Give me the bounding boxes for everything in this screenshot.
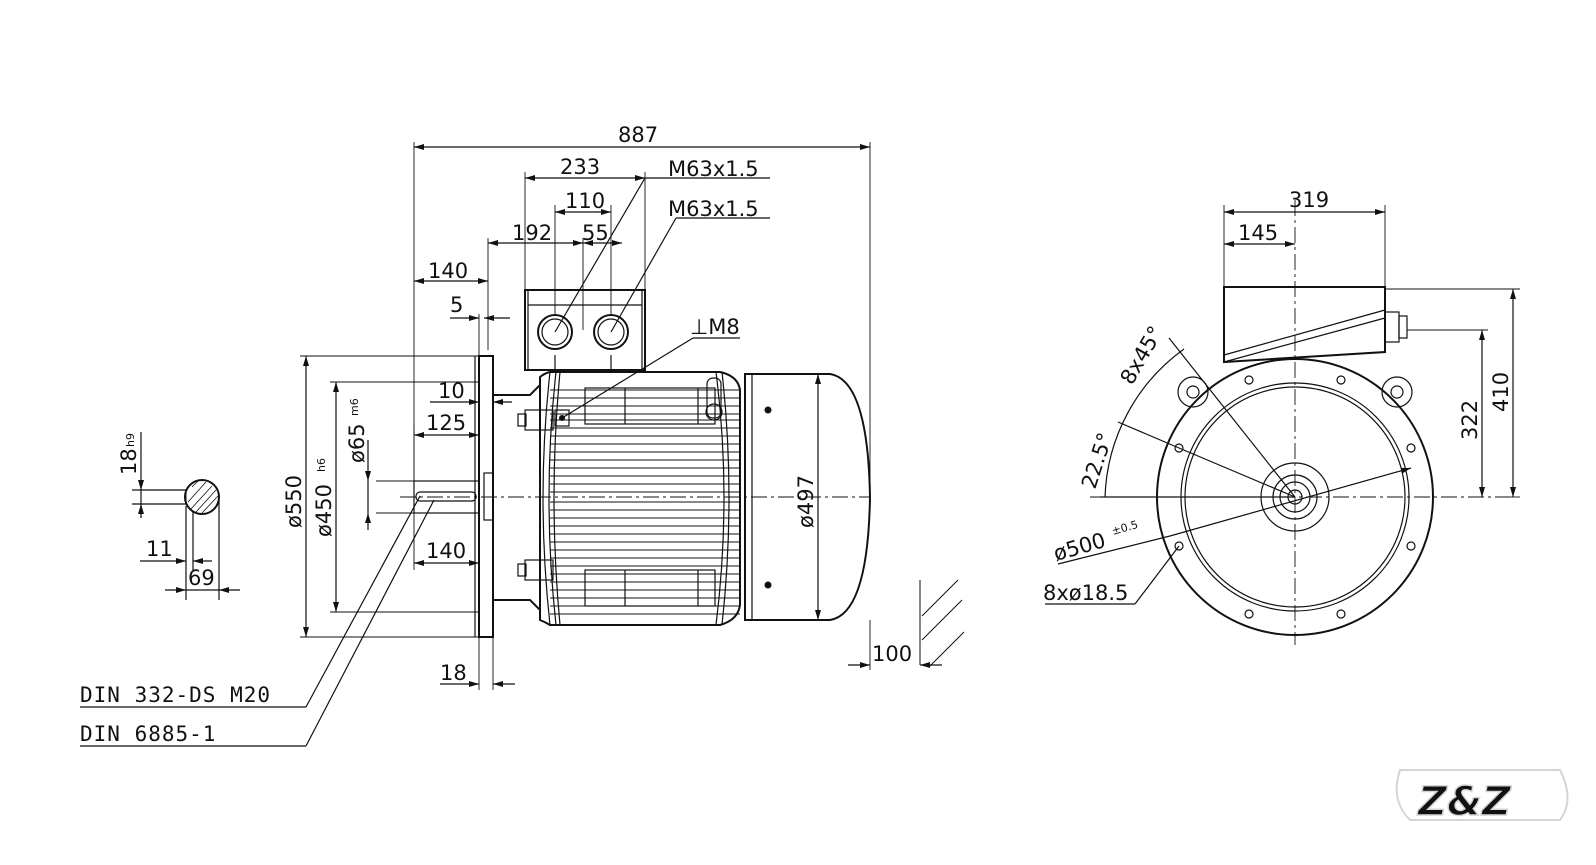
clearance-100-label: 100	[872, 642, 912, 666]
side-dimensions	[300, 142, 942, 690]
flange-to-box-label: 140	[428, 259, 468, 283]
gland-offset-55-label: 55	[582, 221, 609, 245]
shaft-height-label: 69	[188, 566, 215, 590]
height-322-label: 322	[1458, 400, 1482, 440]
pitch-tolerance-label: ±0.5	[1110, 518, 1139, 538]
key-tolerance-label: h9	[124, 433, 137, 447]
body-diameter-label: ø497	[794, 475, 818, 528]
width-319-label: 319	[1289, 188, 1329, 212]
shaft-length-140-label: 140	[426, 539, 466, 563]
front-dimensions	[1045, 205, 1520, 605]
note-key-label: DIN 6885-1	[80, 722, 216, 746]
height-410-label: 410	[1489, 372, 1513, 412]
width-145-label: 145	[1238, 221, 1278, 245]
shaft-length-125-label: 125	[426, 411, 466, 435]
note-thread-label: DIN 332-DS M20	[80, 683, 271, 707]
pitch-circle-label: ø500	[1051, 528, 1109, 566]
gland-offset-192-label: 192	[512, 221, 552, 245]
bolt-holes	[1174, 375, 1416, 619]
svg-text:Z&Z: Z&Z	[1416, 779, 1512, 825]
spigot-diameter-label: ø450	[312, 484, 336, 537]
motor-side-view	[376, 289, 965, 667]
key-width-label: 18	[117, 448, 141, 475]
flange-diameter-label: ø550	[282, 475, 306, 528]
overall-length-label: 887	[618, 123, 658, 147]
holes-label: 8xø18.5	[1043, 581, 1128, 605]
cable-gland-1-label: M63x1.5	[668, 157, 759, 181]
terminal-box-width-label: 233	[560, 155, 600, 179]
flange-thickness-label: 18	[440, 661, 467, 685]
spigot-tolerance-label: h6	[315, 458, 328, 472]
watermark-logo: Z&Z	[1395, 769, 1569, 826]
earth-screw-label: ⊥M8	[690, 315, 740, 339]
floor-hatch	[919, 579, 965, 667]
shaft-tolerance-label: m6	[348, 398, 361, 416]
leader-lines	[80, 177, 770, 747]
motor-front-view	[1090, 200, 1510, 645]
spigot-10-label: 10	[438, 379, 465, 403]
shaft-diameter-label: ø65	[345, 423, 369, 463]
key-section	[132, 432, 240, 600]
bolt-angle-label: 8x45°	[1116, 322, 1168, 389]
spigot-5-label: 5	[450, 293, 463, 317]
cable-gland-2-label: M63x1.5	[668, 197, 759, 221]
offset-angle-label: 22.5°	[1077, 430, 1118, 492]
gland-spacing-label: 110	[565, 189, 605, 213]
key-depth-label: 11	[146, 537, 173, 561]
